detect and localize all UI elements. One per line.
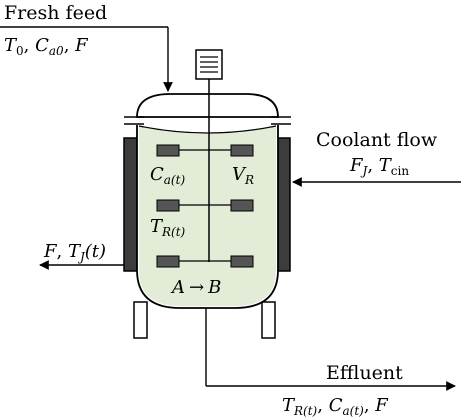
- coolant-flow-title: Coolant flow: [316, 129, 438, 151]
- separator: ,: [317, 395, 328, 416]
- symbol-Ca: C: [150, 164, 164, 185]
- subscript-R-t: R(t): [293, 404, 318, 418]
- symbol-Ca: C: [329, 395, 343, 416]
- subscript-J: J: [360, 164, 369, 178]
- subscript-0: 0: [16, 44, 24, 58]
- subscript-J: J: [77, 250, 86, 264]
- effluent-title: Effluent: [326, 362, 403, 384]
- reaction-equation: A→B: [170, 277, 221, 298]
- symbol-Tcin: T: [379, 155, 393, 176]
- symbol-F: F: [74, 35, 89, 56]
- effluent-variables: TR(t), Ca(t), F: [282, 395, 389, 418]
- symbol-F: F: [43, 241, 58, 262]
- subscript-a-t: a(t): [342, 404, 364, 418]
- symbol-F: F: [374, 395, 389, 416]
- liquid-surface: [138, 125, 277, 134]
- separator: ,: [57, 241, 68, 262]
- fresh-feed-title: Fresh feed: [4, 2, 107, 24]
- impeller-paddle: [156, 255, 180, 268]
- symbol-FJ: F: [349, 155, 364, 176]
- impeller-paddle: [230, 144, 254, 157]
- stirrer-motor: [195, 49, 223, 80]
- reactor-lid: [136, 93, 279, 118]
- symbol-T0: T: [4, 35, 18, 56]
- right-leg: [261, 301, 276, 339]
- jacket-outlet-variables: F, TJ(t): [43, 241, 106, 264]
- product-B: B: [207, 277, 221, 298]
- separator: ,: [364, 395, 375, 416]
- subscript-cin: cin: [391, 164, 410, 178]
- reaction-arrow: →: [189, 277, 204, 298]
- impeller-paddle: [230, 199, 254, 212]
- symbol-TJ: T: [68, 241, 82, 262]
- symbol-TR: T: [282, 395, 296, 416]
- impeller-paddle: [156, 199, 180, 212]
- symbol-VR: V: [232, 164, 247, 185]
- subscript-R-t: R(t): [161, 225, 186, 239]
- impeller-paddle: [230, 255, 254, 268]
- separator: ,: [367, 155, 378, 176]
- coolant-flow-variables: FJ, Tcin: [349, 155, 409, 178]
- reactor-temperature: TR(t): [150, 216, 186, 239]
- separator: ,: [64, 35, 75, 56]
- symbol-Ca0: C: [35, 35, 49, 56]
- reactant-A: A: [170, 277, 185, 298]
- subscript-a-t: a(t): [164, 173, 186, 187]
- argument-t: (t): [85, 241, 106, 262]
- separator: ,: [24, 35, 35, 56]
- fresh-feed-variables: T0, Ca0, F: [4, 35, 89, 58]
- reactor-volume: VR: [232, 164, 254, 187]
- symbol-TR: T: [150, 216, 164, 237]
- left-cooling-jacket: [123, 137, 139, 272]
- subscript-R: R: [244, 173, 254, 187]
- reactor-concentration: Ca(t): [150, 164, 185, 187]
- impeller-paddle: [156, 144, 180, 157]
- subscript-a0: a0: [49, 44, 64, 58]
- left-leg: [133, 301, 148, 339]
